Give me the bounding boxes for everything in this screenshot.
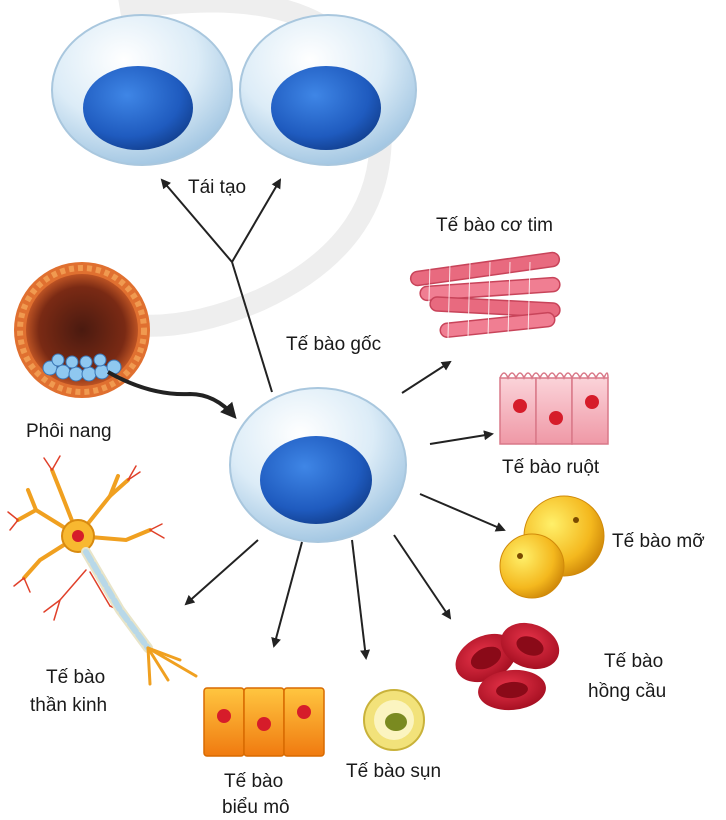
label-epithelial-cell-line2: biểu mô	[222, 796, 290, 820]
intestinal-cell-icon	[500, 373, 608, 444]
regeneration-arrows	[162, 180, 280, 392]
cartilage-cell-icon	[364, 690, 424, 750]
label-nerve-cell-line2: thần kinh	[30, 694, 107, 718]
label-fat-cell: Tế bào mỡ	[612, 530, 705, 554]
cardiac-cell-icon	[410, 252, 561, 338]
label-red-blood-cell-line1: Tế bào	[604, 650, 663, 674]
label-red-blood-cell-line2: hồng cầu	[588, 680, 666, 704]
regenerated-cell-left	[52, 15, 232, 165]
fat-cell-icon	[500, 496, 604, 598]
epithelial-cell-icon	[204, 688, 324, 756]
label-blastocyst: Phôi nang	[26, 420, 112, 444]
label-cardiac-cell: Tế bào cơ tim	[436, 214, 553, 238]
nerve-cell-icon	[8, 456, 196, 684]
label-regeneration: Tái tạo	[188, 176, 246, 200]
blastocyst-icon	[14, 262, 150, 398]
red-blood-cell-icon	[448, 615, 566, 713]
label-cartilage-cell: Tế bào sụn	[346, 760, 441, 784]
label-epithelial-cell-line1: Tế bào	[224, 770, 283, 794]
label-intestinal-cell: Tế bào ruột	[502, 456, 599, 480]
regenerated-cell-right	[240, 15, 416, 165]
label-stem-cell: Tế bào gốc	[286, 333, 381, 357]
label-nerve-cell-line1: Tế bào	[46, 666, 105, 690]
central-stem-cell	[230, 388, 406, 542]
